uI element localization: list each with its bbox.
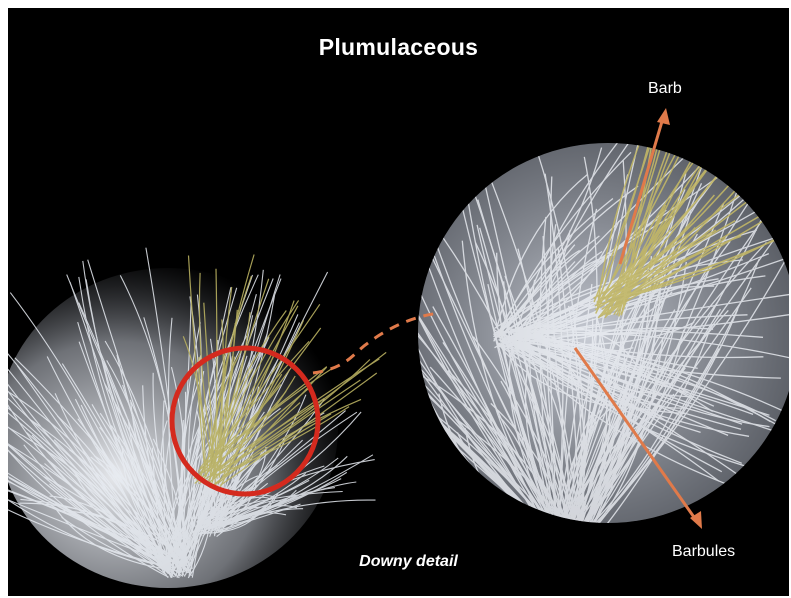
slide-title: Plumulaceous xyxy=(8,34,789,61)
image-frame: Plumulaceous Barb Barbules Downy detail xyxy=(8,8,789,596)
caption: Downy detail xyxy=(8,553,789,571)
downy-feather xyxy=(8,248,386,588)
barb-label: Barb xyxy=(648,80,682,98)
